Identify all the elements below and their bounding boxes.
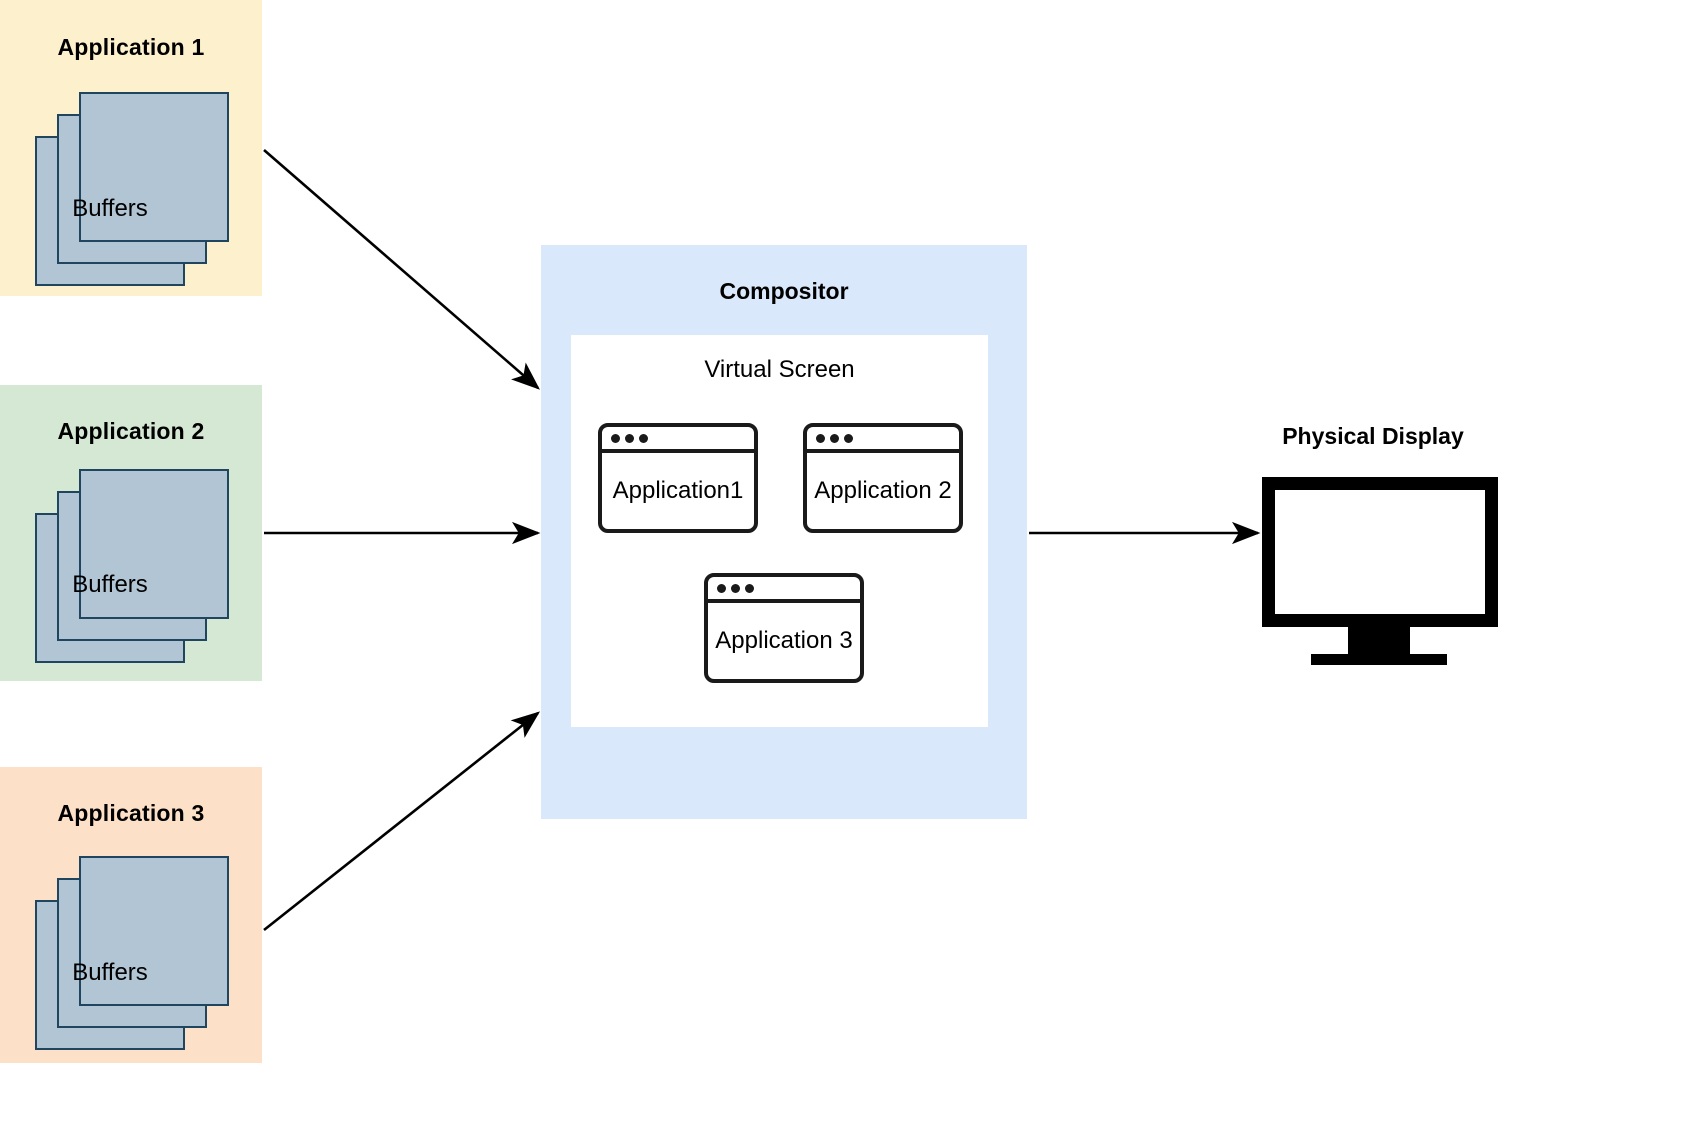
window-control-dot[interactable] (625, 433, 634, 443)
physical-display-title: Physical Display (1282, 423, 1464, 449)
window-titlebar (602, 427, 754, 453)
window-control-dot[interactable] (639, 433, 648, 443)
virtual-window-application-1[interactable]: Application1 (598, 423, 758, 533)
application-2-group: Application 2 Buffers (0, 385, 262, 681)
application-2-title: Application 2 (57, 418, 205, 444)
window-titlebar (708, 577, 860, 603)
application-3-buffers-label: Buffers (72, 959, 148, 986)
window-control-dot[interactable] (816, 433, 825, 443)
buffer-sheet-front (79, 469, 229, 619)
monitor-stand-base (1311, 654, 1447, 665)
monitor-screen-icon (1262, 477, 1498, 627)
window-title-label: Application 3 (715, 627, 853, 654)
application-2-buffer-stack: Buffers (35, 469, 229, 663)
application-1-title: Application 1 (57, 34, 205, 60)
application-3-group: Application 3 Buffers (0, 767, 262, 1063)
window-control-dot[interactable] (611, 433, 620, 443)
application-1-group: Application 1 Buffers (0, 0, 262, 296)
application-1-buffer-stack: Buffers (35, 92, 229, 286)
window-title-label: Application 2 (814, 477, 952, 504)
window-control-dot[interactable] (731, 583, 740, 593)
virtual-window-application-3[interactable]: Application 3 (704, 573, 864, 683)
application-3-buffer-stack: Buffers (35, 856, 229, 1050)
virtual-screen-title: Virtual Screen (704, 356, 855, 383)
window-control-dot[interactable] (844, 433, 853, 443)
virtual-window-application-2[interactable]: Application 2 (803, 423, 963, 533)
arrow-application-3-to-compositor (263, 711, 541, 932)
monitor-stand-neck (1348, 627, 1410, 654)
compositor-title: Compositor (719, 278, 849, 304)
window-control-dot[interactable] (717, 583, 726, 593)
application-3-title: Application 3 (57, 800, 205, 826)
window-control-dot[interactable] (745, 583, 754, 593)
application-1-buffers-label: Buffers (72, 195, 148, 222)
buffer-sheet-front (79, 92, 229, 242)
arrow-application-1-to-compositor (263, 149, 540, 390)
window-titlebar (807, 427, 959, 453)
application-2-buffers-label: Buffers (72, 571, 148, 598)
buffer-sheet-front (79, 856, 229, 1006)
window-control-dot[interactable] (830, 433, 839, 443)
window-title-label: Application1 (612, 477, 744, 504)
